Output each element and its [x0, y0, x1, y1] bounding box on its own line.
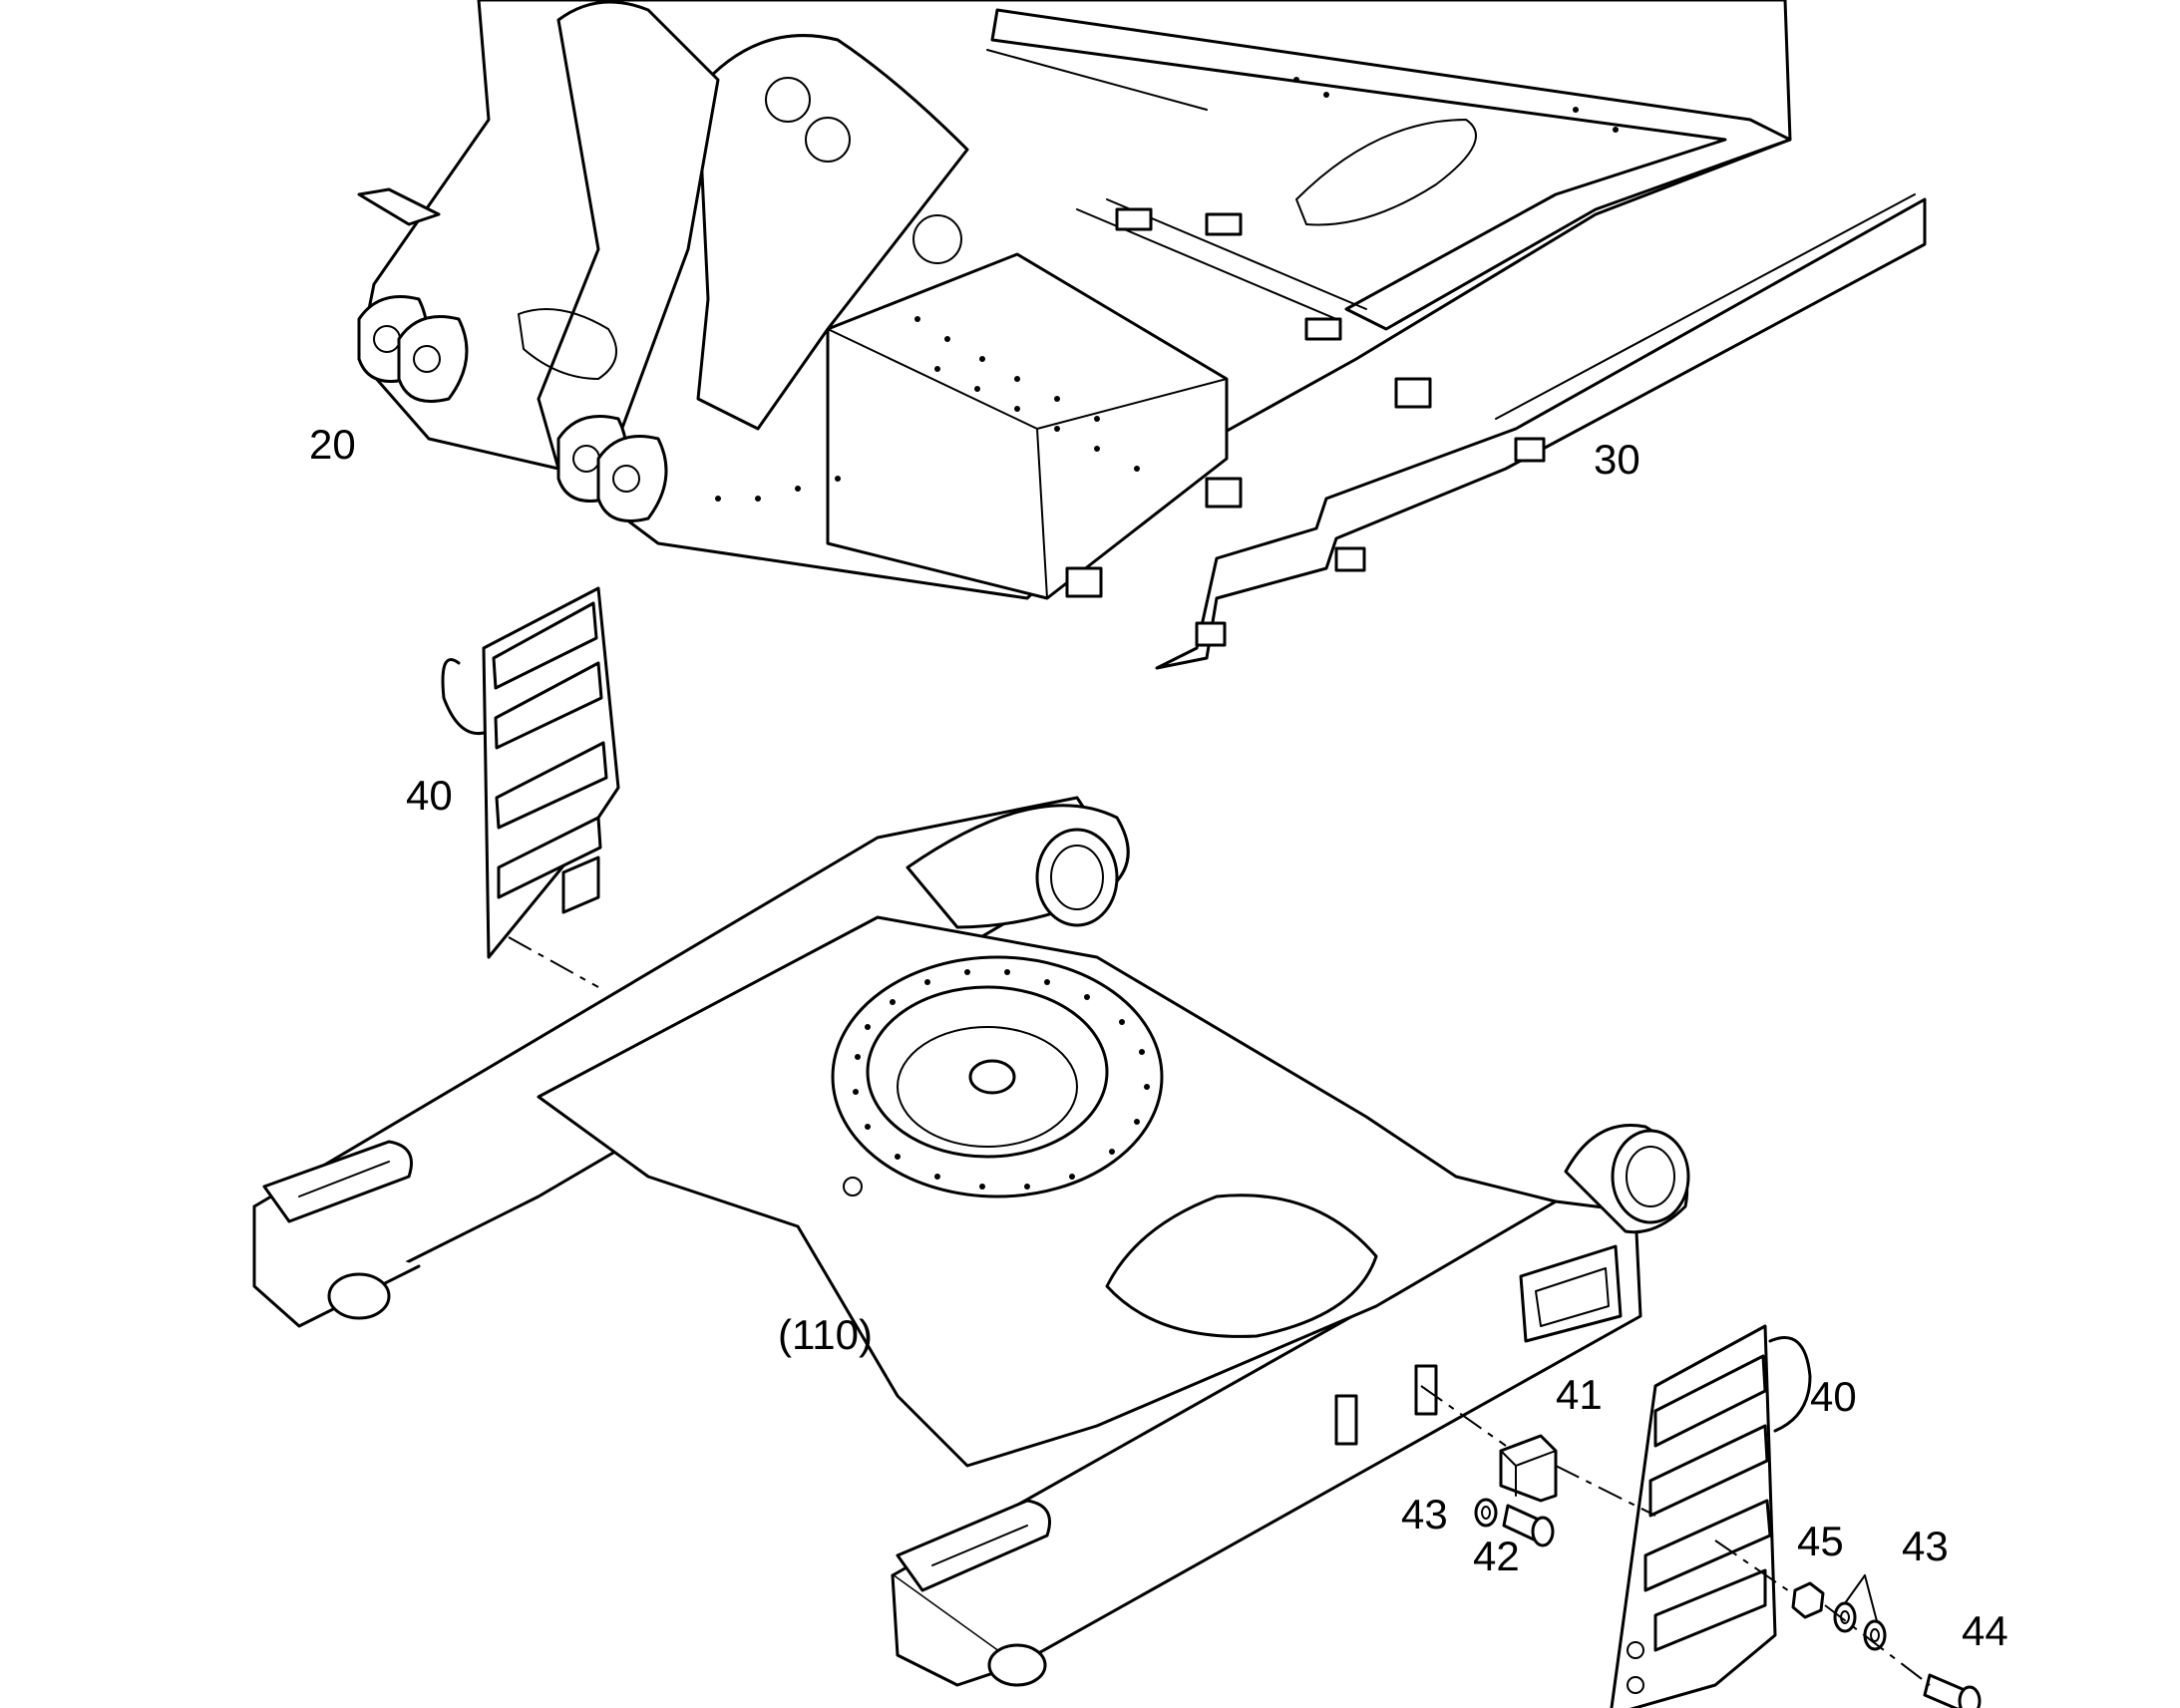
- nut: [1791, 1581, 1825, 1619]
- callout-upper-frame: 20: [309, 421, 356, 468]
- callout-ladder-left: 40: [406, 772, 453, 819]
- bolt-ladder: [1923, 1673, 1982, 1708]
- callout-bolt-bracket: 42: [1473, 1533, 1520, 1579]
- washer-bracket: [1474, 1498, 1498, 1528]
- washer-ladder: [1833, 1601, 1887, 1651]
- lower-frame: [252, 796, 1690, 1687]
- ladder-left: [441, 586, 620, 959]
- callout-lower-frame: (110): [778, 1311, 873, 1358]
- callout-side-cover: 30: [1594, 436, 1640, 483]
- bracket: [1499, 1434, 1558, 1503]
- assembly-centerlines: [508, 936, 1931, 1686]
- callout-nut: 45: [1797, 1518, 1844, 1564]
- callout-washer-bracket: 43: [1401, 1491, 1448, 1537]
- upper-frame: [357, 0, 1792, 600]
- upper-frame-holes: [715, 77, 1619, 502]
- ladder-right: [1610, 1324, 1812, 1708]
- callout-bracket: 41: [1556, 1371, 1603, 1418]
- callout-washer-ladder: 43: [1902, 1523, 1949, 1569]
- bolt-bracket: [1502, 1504, 1555, 1547]
- ring-bolt-holes: [853, 969, 1150, 1190]
- side-cover: [1155, 193, 1927, 670]
- callout-bolt-ladder: 44: [1962, 1607, 2008, 1654]
- callout-ladder-right: 40: [1810, 1373, 1857, 1420]
